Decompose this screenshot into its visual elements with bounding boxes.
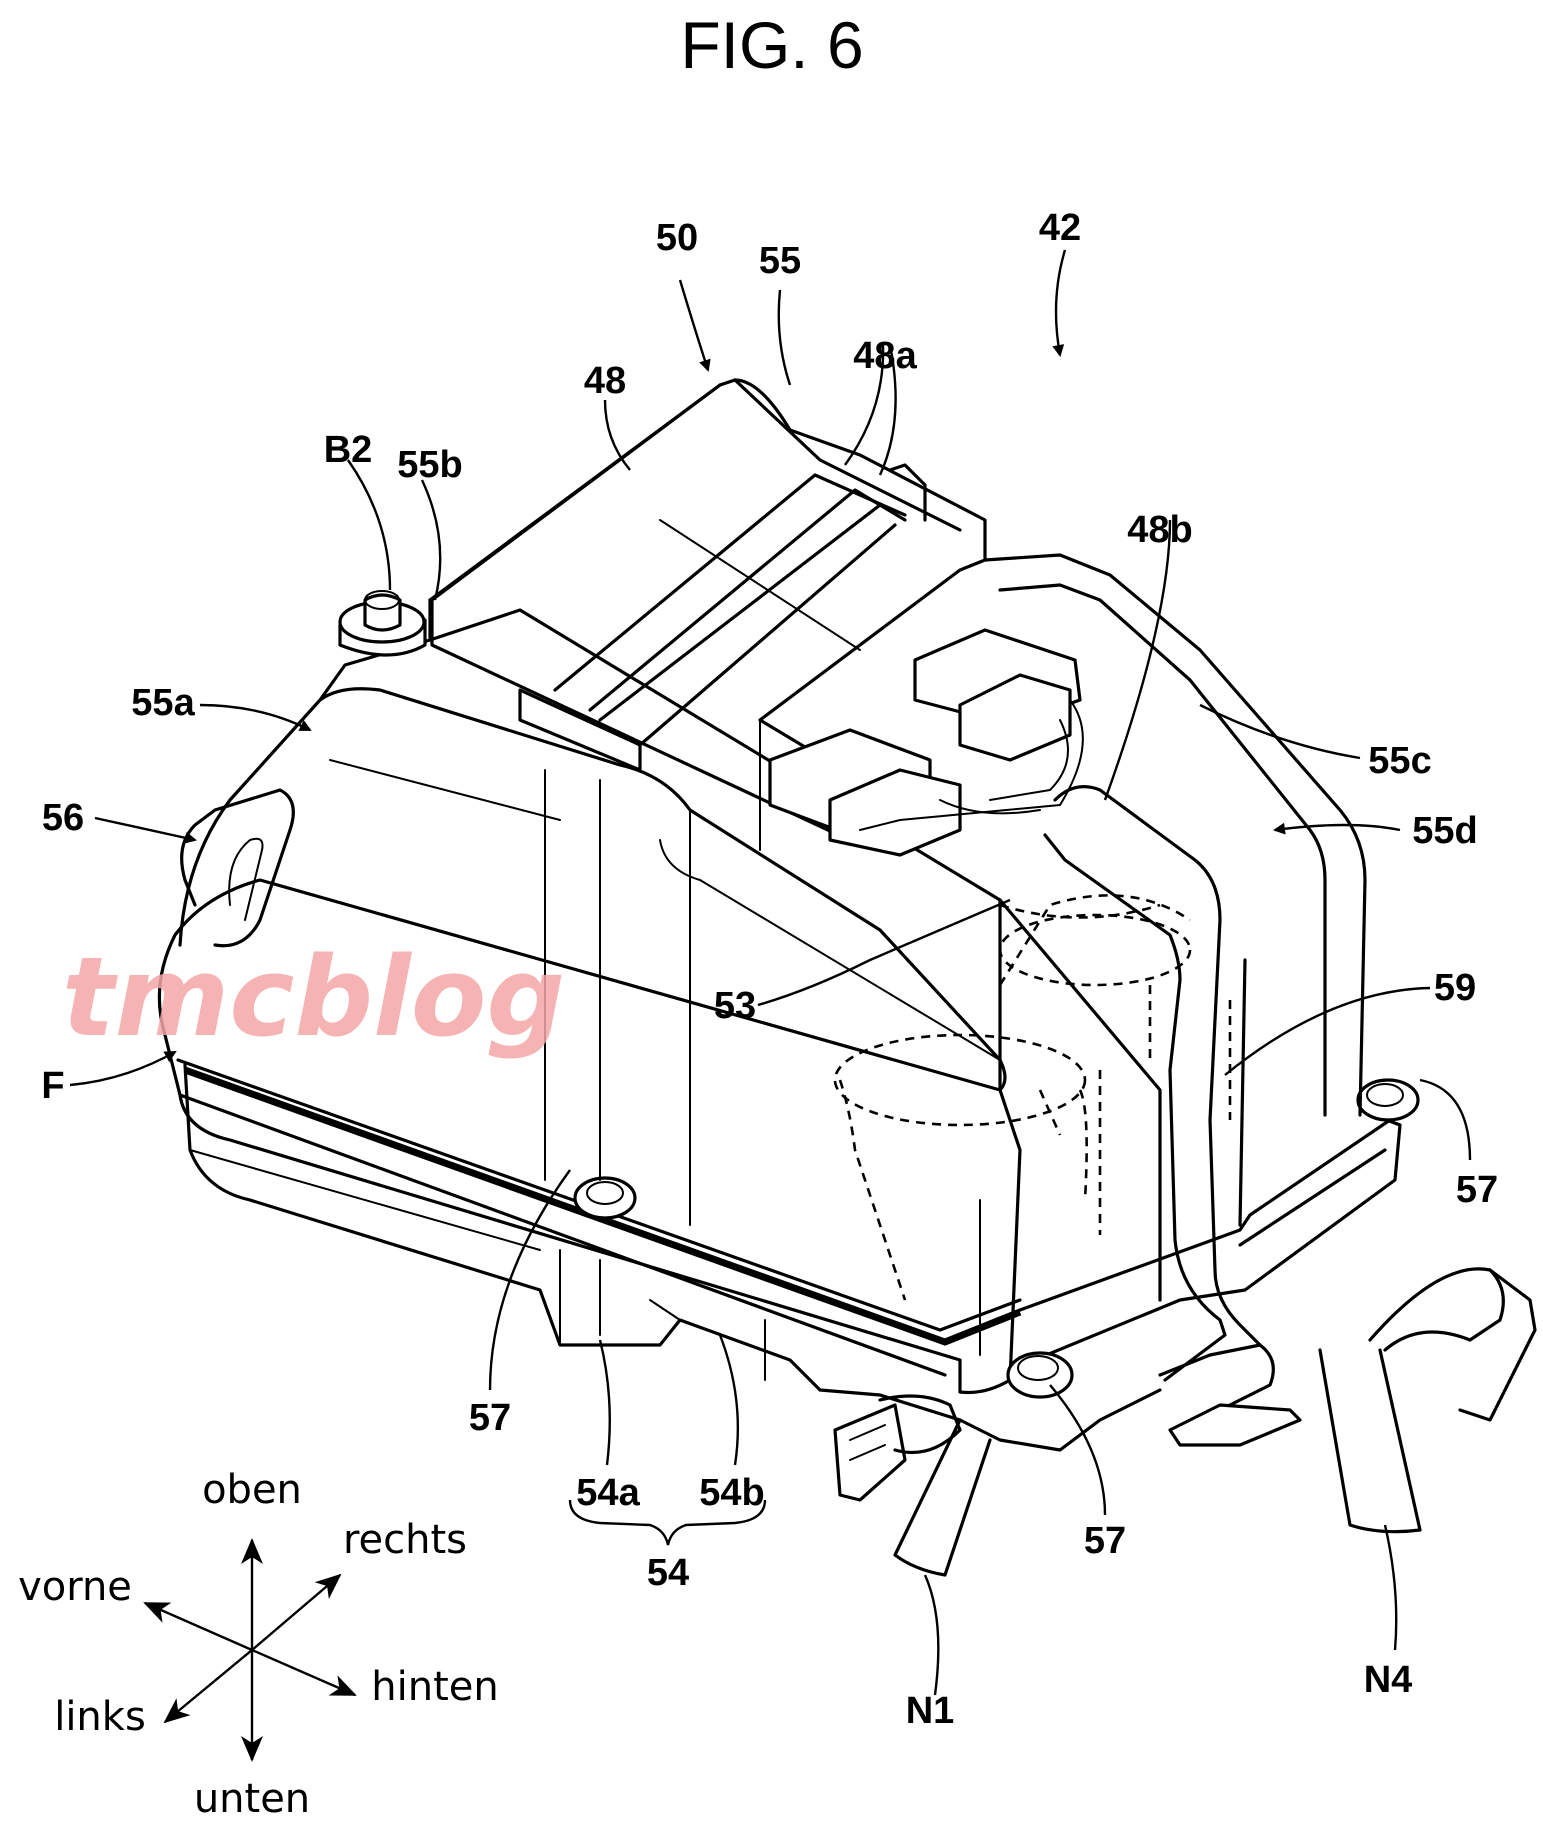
flange-f [157,878,1022,1395]
ref-48: 48 [584,360,626,402]
arrow-right [251,1573,342,1651]
hose-n1 [893,1418,992,1577]
hose-n4 [1318,1348,1422,1534]
direction-indicator: oben rechts vorne hinten links unten [18,1467,499,1822]
ref-55: 55 [759,240,801,282]
reference-numerals: 42 50 55 48 48a B2 55b 48b 55a 55c 56 55… [41,207,1498,1732]
hidden-lines-53 [833,894,1232,1301]
ref-54: 54 [647,1552,689,1594]
arrow-left [163,1649,253,1724]
arrow-front [143,1601,253,1652]
box-48-outline [428,378,987,847]
dir-label-vorne: vorne [18,1564,132,1610]
ref-b2: B2 [324,429,373,471]
ref-50: 50 [656,217,698,259]
leader-42 [1052,249,1067,357]
ref-54b: 54b [699,1472,764,1514]
ref-54a: 54a [576,1472,640,1514]
dir-label-hinten: hinten [371,1664,498,1710]
ref-48b: 48b [1127,509,1192,551]
mounting-boss-57-bottom [1006,1351,1074,1399]
leader-lines [69,249,1472,1696]
ref-n4: N4 [1364,1659,1413,1701]
ref-55d: 55d [1412,810,1477,852]
side-bracket-55d [983,553,1367,1117]
strap-48a [553,473,907,692]
ref-n1: N1 [906,1690,955,1732]
ref-48a: 48a [853,335,917,377]
lower-case-outline [183,1063,1162,1452]
harness-48b [1053,785,1275,1422]
dir-label-rechts: rechts [343,1517,467,1563]
unit-housing-drawing [157,378,1537,1577]
dir-label-links: links [54,1694,146,1740]
ref-56: 56 [42,797,84,839]
dir-label-oben: oben [202,1467,302,1513]
bolt-b2 [338,590,427,657]
watermark: tmcblog [62,933,565,1061]
arrow-rear [251,1648,357,1697]
figure-title: FIG. 6 [680,8,863,82]
ref-55c: 55c [1368,740,1431,782]
ref-f: F [41,1065,64,1107]
ref-57-bottom: 57 [1084,1520,1126,1562]
mounting-boss-57-right [1356,1078,1420,1122]
ref-57-right: 57 [1456,1169,1498,1211]
mounting-boss-57-left [573,1176,637,1220]
hook-56 [180,788,295,948]
ref-53: 53 [714,985,756,1027]
dir-label-unten: unten [194,1776,310,1822]
leader-50 [678,279,711,372]
ref-42: 42 [1039,207,1081,249]
ref-55a: 55a [131,682,195,724]
ref-57-left: 57 [469,1397,511,1439]
ref-59: 59 [1434,967,1476,1009]
connector-group [768,628,1084,857]
ref-55b: 55b [397,444,462,486]
